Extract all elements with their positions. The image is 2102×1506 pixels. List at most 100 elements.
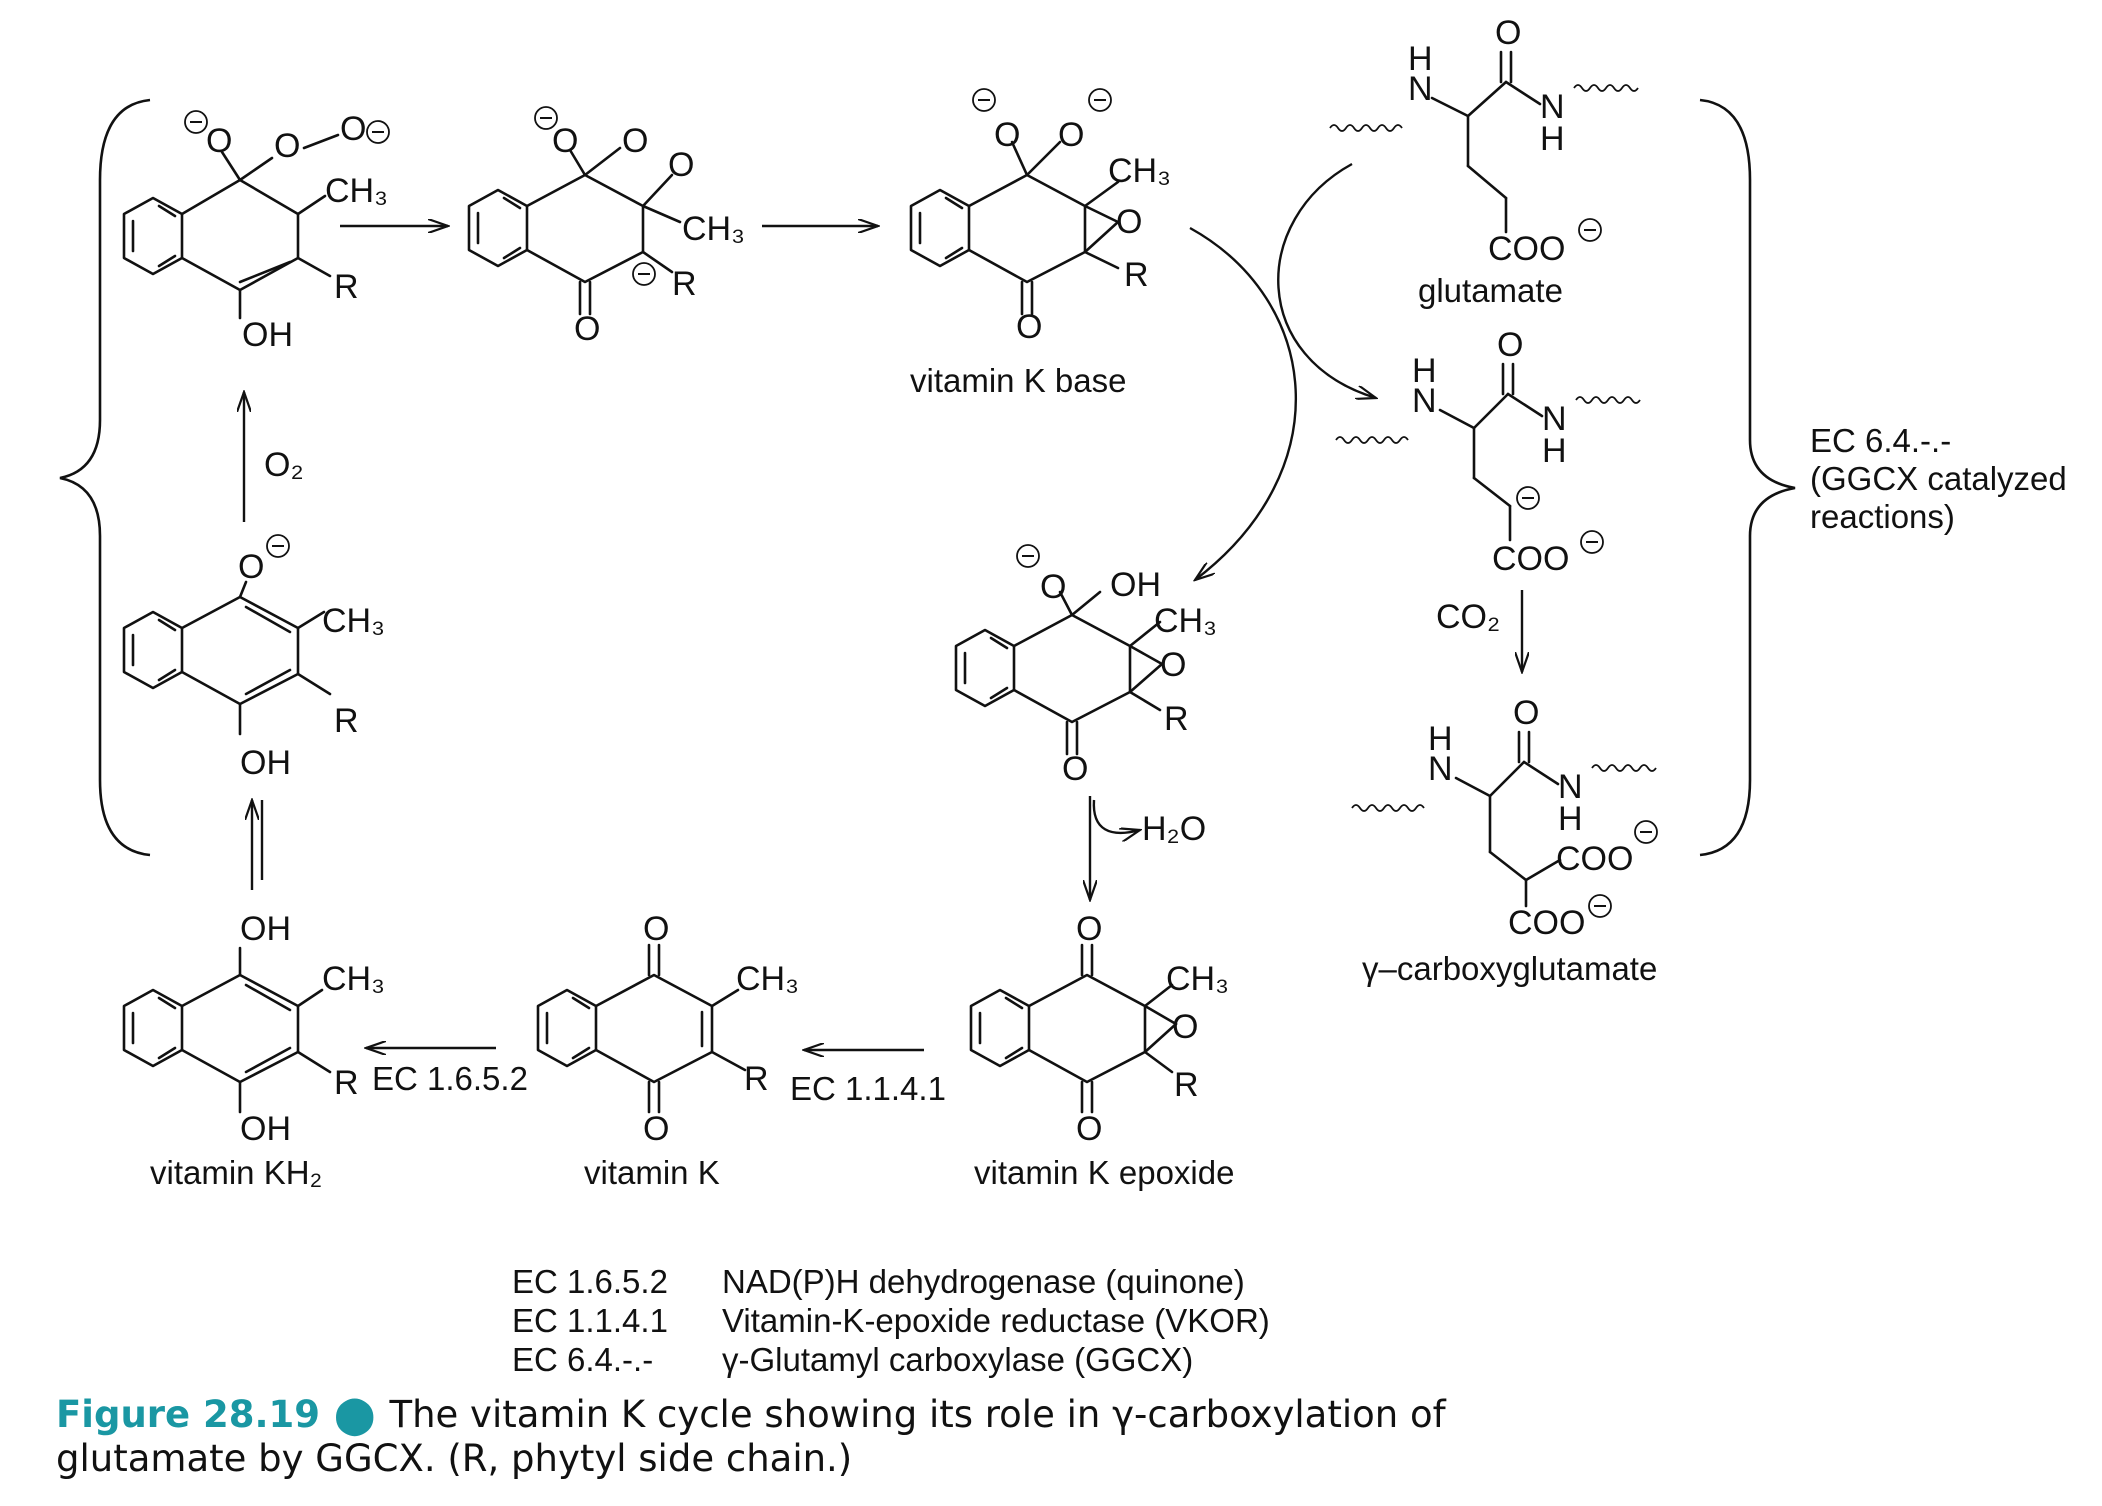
glutamate-carbanion-structure [1335,362,1641,542]
legend-enzyme: Vitamin-K-epoxide reductase (VKOR) [722,1302,1270,1339]
oh-label: OH [240,744,291,782]
atom-label: O [1513,694,1539,732]
atom-label: H [1540,120,1565,158]
bullet-icon: ⬤ [334,1393,376,1436]
figure-number: Figure 28.19 [56,1393,321,1436]
right-brace [1699,98,1796,857]
gamma-carboxyglutamate-structure [1351,730,1657,908]
atom-label: N [1428,750,1453,788]
atom-label: H [1412,352,1437,390]
atom-label: O [622,122,648,160]
atom-label: O [1076,910,1102,948]
methyl-label: CH₃ [325,172,388,210]
atom-label: O [206,122,232,160]
atom-label: O [1160,646,1186,684]
compound-name: vitamin K epoxide [974,1154,1234,1191]
legend-ec: EC 1.1.4.1 [512,1302,668,1339]
figure-caption: Figure 28.19 ⬤The vitamin K cycle showing… [56,1393,1616,1481]
r-label: R [744,1060,769,1098]
atom-label: O [668,146,694,184]
caption-text: The vitamin K cycle showing its role in … [56,1393,1446,1480]
vitamin-kh2-structure [122,946,332,1114]
negative-charge [1634,820,1658,844]
water-release-arrow [1092,799,1140,833]
carboxylate-label: COO [1556,840,1633,878]
compound-name: vitamin K base [910,362,1126,399]
oh-label: OH [1110,566,1161,604]
r-label: R [334,268,359,306]
methyl-label: CH₃ [1108,152,1171,190]
atom-label: N [1558,768,1583,806]
atom-label: H [1428,720,1453,758]
compound-name: glutamate [1418,272,1563,309]
hydroperoxy-intermediate [122,133,340,320]
hydroxy-epoxide-intermediate [954,590,1164,756]
atom-label: O [1040,568,1066,606]
methyl-label: CH₃ [322,960,385,998]
glutamate-structure [1329,50,1639,234]
r-label: R [1174,1066,1199,1104]
negative-charge [1588,894,1612,918]
negative-charge [534,106,558,130]
atom-label: O [574,310,600,348]
legend-enzyme: NAD(P)H dehydrogenase (quinone) [722,1263,1245,1300]
curved-arrow [1277,162,1376,398]
water-label: H₂O [1142,810,1206,848]
r-label: R [334,1064,359,1102]
oh-label: OH [240,910,291,948]
atom-label: O [643,910,669,948]
atom-label: O [552,122,578,160]
atom-label: O [274,127,300,165]
atom-label: O [1076,1110,1102,1148]
legend-ec: EC 6.4.-.- [512,1341,654,1378]
atom-label: O [1062,750,1088,788]
methyl-label: CH₃ [682,210,745,248]
carboxylate-label: COO [1508,904,1585,942]
legend-enzyme: γ-Glutamyl carboxylase (GGCX) [722,1341,1194,1378]
negative-charge [1580,530,1604,554]
atom-label: H [1542,432,1567,470]
left-brace [59,98,151,857]
legend-row: EC 1.6.5.2 NAD(P)H dehydrogenase (quinon… [512,1262,1270,1301]
atom-label: O [643,1110,669,1148]
oh-label: OH [240,1110,291,1148]
atom-label: O [1495,14,1521,52]
negative-charge [1016,544,1040,568]
enzyme-legend: EC 1.6.5.2 NAD(P)H dehydrogenase (quinon… [512,1262,1270,1379]
atom-label: O [340,110,366,148]
ggcx-ec-label: EC 6.4.-.- [1810,422,1951,459]
atom-label: O [1058,116,1084,154]
compound-name: vitamin K [584,1154,720,1191]
negative-charge [1516,486,1540,510]
negative-charge [266,534,290,558]
atom-label: O [1172,1008,1198,1046]
atom-label: O [994,116,1020,154]
negative-charge [1088,88,1112,112]
dioxetane-intermediate [467,146,682,316]
negative-charge [366,120,390,144]
curved-arrow [1189,226,1298,580]
legend-row: EC 1.1.4.1 Vitamin-K-epoxide reductase (… [512,1301,1270,1340]
r-label: R [672,265,697,303]
atom-label: H [1408,40,1433,78]
atom-label: O [1016,308,1042,346]
vitamin-k-epoxide-structure [969,943,1178,1114]
methyl-label: CH₃ [736,960,799,998]
atom-label: O [1116,203,1142,241]
atom-label: N [1408,70,1433,108]
ec-label: EC 1.6.5.2 [372,1060,528,1097]
atom-label: O [1497,326,1523,364]
atom-label: N [1412,382,1437,420]
compound-name: vitamin KH₂ [150,1154,322,1191]
atom-label: O [238,548,264,586]
carboxylate-label: COO [1488,230,1565,268]
carboxylate-label: COO [1492,540,1569,578]
ggcx-description: (GGCX catalyzed [1810,460,2067,497]
ggcx-description: reactions) [1810,498,1955,535]
negative-charge [1578,218,1602,242]
ec-label: EC 1.1.4.1 [790,1070,946,1107]
r-label: R [1164,700,1189,738]
methyl-label: CH₃ [1166,960,1229,998]
r-label: R [334,702,359,740]
